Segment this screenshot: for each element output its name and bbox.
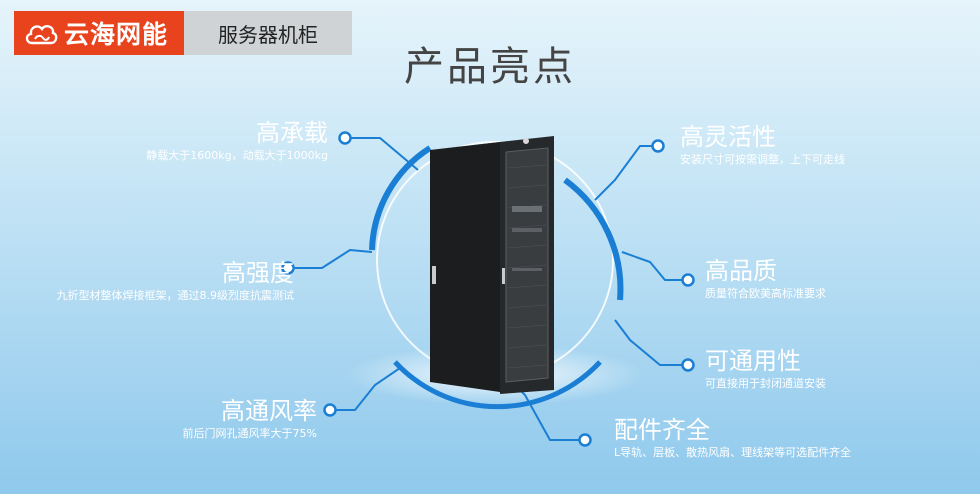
feature-strength: 高强度 九折型材整体焊接框架，通过8.9级烈度抗震测试 bbox=[57, 258, 295, 303]
feature-accessories: 配件齐全 L导轨、层板、散热风扇、理线架等可选配件齐全 bbox=[614, 415, 851, 460]
feature-desc: 静载大于1600kg，动载大于1000kg bbox=[146, 149, 328, 162]
category-tab[interactable]: 服务器机柜 bbox=[184, 11, 352, 55]
page-title: 产品亮点 bbox=[404, 44, 576, 90]
feature-load: 高承载 静载大于1600kg，动载大于1000kg bbox=[146, 118, 328, 163]
feature-desc: 质量符合欧美高标准要求 bbox=[705, 287, 826, 300]
server-cabinet-image bbox=[430, 136, 554, 394]
feature-desc: 可直接用于封闭通道安装 bbox=[705, 377, 826, 390]
feature-desc: 前后门网孔通风率大于75% bbox=[182, 427, 317, 440]
feature-flexibility: 高灵活性 安装尺寸可按需调整，上下可走线 bbox=[680, 122, 845, 167]
feature-title: 高承载 bbox=[256, 119, 328, 147]
feature-usability: 可通用性 可直接用于封闭通道安装 bbox=[705, 346, 826, 391]
cloud-logo-icon bbox=[25, 25, 58, 45]
brand-logo[interactable]: 云海网能 bbox=[14, 11, 184, 55]
feature-desc: 安装尺寸可按需调整，上下可走线 bbox=[680, 153, 845, 166]
feature-title: 高品质 bbox=[705, 257, 777, 285]
feature-title: 高通风率 bbox=[221, 397, 317, 425]
feature-title: 高灵活性 bbox=[680, 123, 776, 151]
feature-title: 可通用性 bbox=[705, 347, 801, 375]
feature-title: 高强度 bbox=[222, 259, 294, 287]
feature-title: 配件齐全 bbox=[614, 416, 710, 444]
feature-desc: L导轨、层板、散热风扇、理线架等可选配件齐全 bbox=[614, 446, 852, 459]
brand-name: 云海网能 bbox=[64, 20, 169, 49]
feature-quality: 高品质 质量符合欧美高标准要求 bbox=[705, 256, 826, 301]
feature-desc: 九折型材整体焊接框架，通过8.9级烈度抗震测试 bbox=[56, 289, 295, 302]
feature-ventilation: 高通风率 前后门网孔通风率大于75% bbox=[183, 396, 317, 441]
